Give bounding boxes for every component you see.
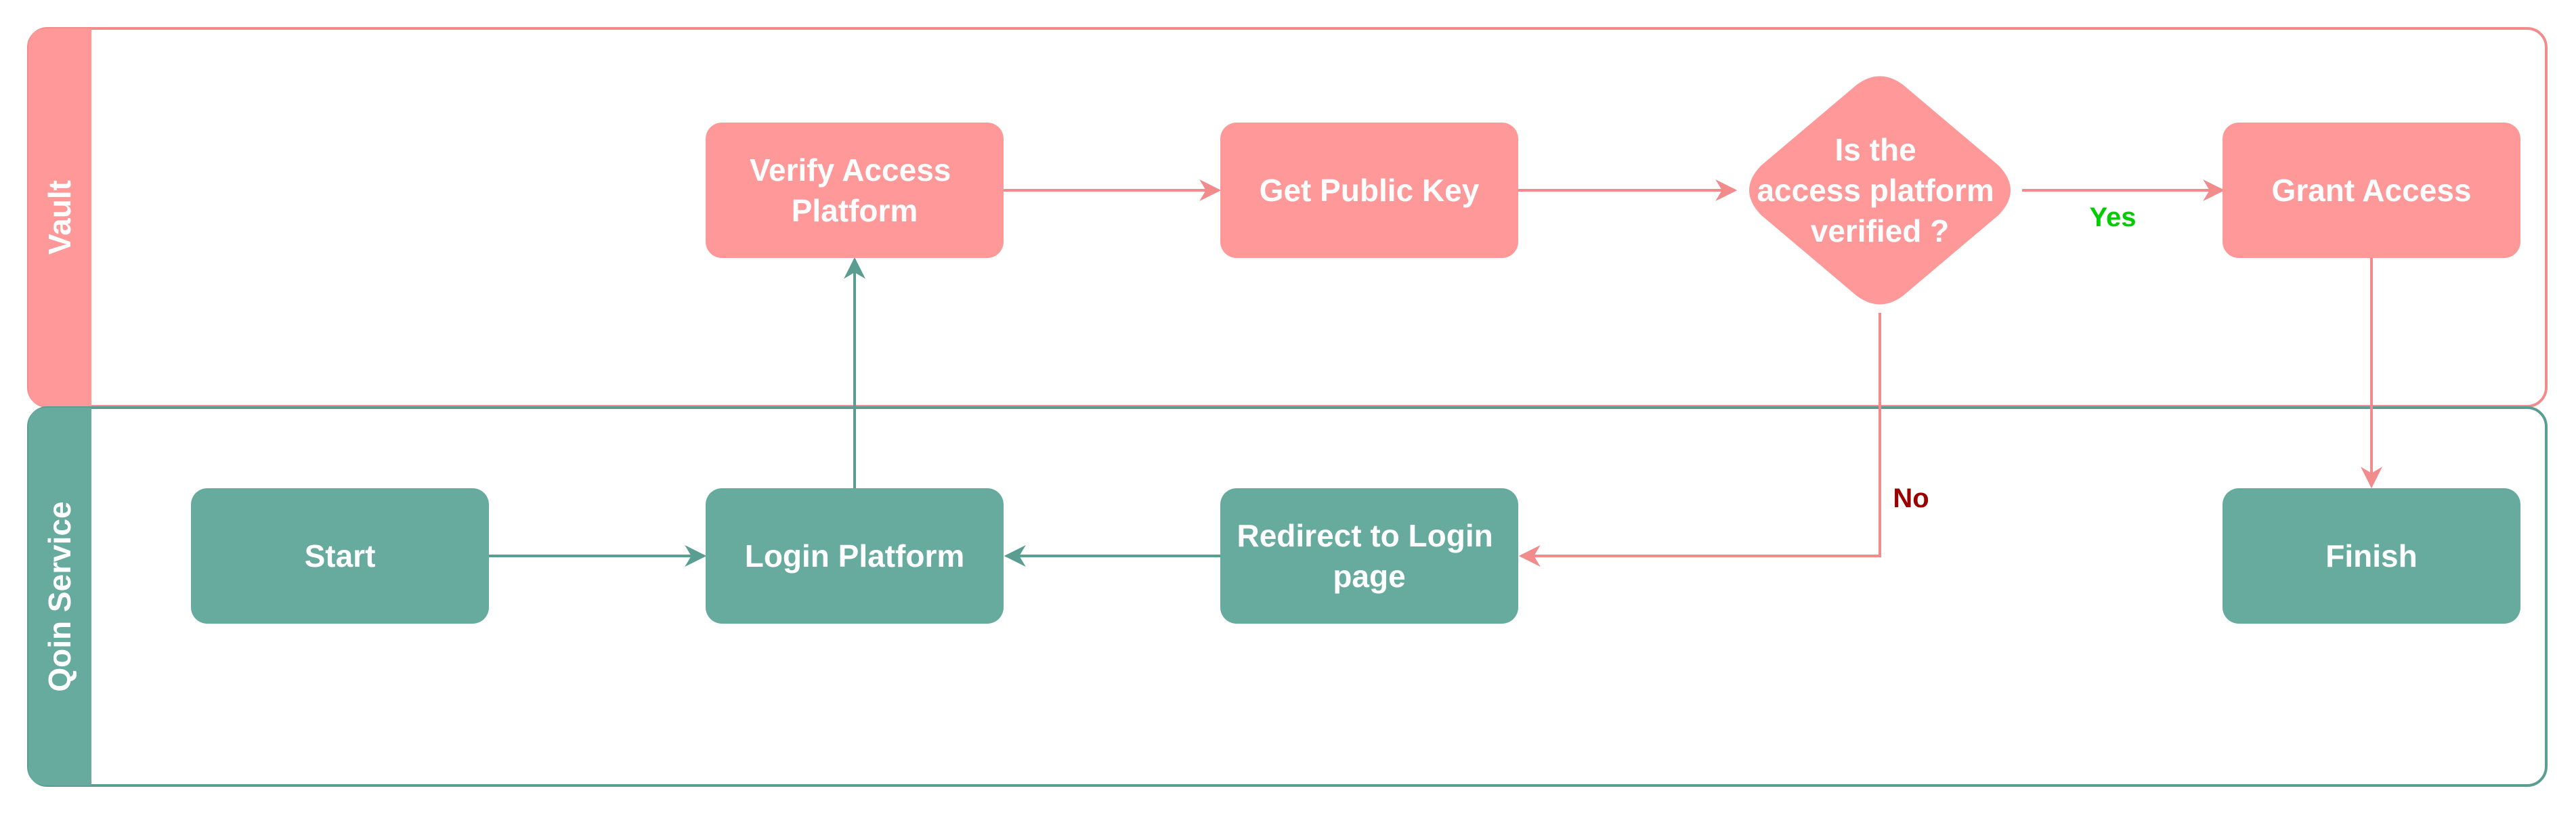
node-decision-line-2: access platform [1757, 173, 1994, 208]
node-get-public-key: Get Public Key [1220, 123, 1518, 258]
node-grant-line-1: Grant Access [2272, 173, 2472, 208]
node-finish-shape [2223, 488, 2520, 624]
lane-qoin-label: Qoin Service [42, 501, 77, 691]
node-redirect-line-2: page [1333, 559, 1405, 594]
node-verify-access-platform: Verify Access Platform [706, 123, 1004, 258]
edge-label-no: No [1893, 483, 1929, 513]
node-start-line-1: Start [305, 538, 376, 574]
node-verify-shape [706, 123, 1004, 258]
lane-qoin-header [28, 408, 91, 785]
node-decision-verified: Is the access platform verified ? [1749, 76, 2011, 305]
node-verify-line-1: Verify Access [750, 152, 951, 188]
node-start-label: Start [305, 538, 376, 574]
node-start: Start [191, 488, 489, 624]
node-decision-line-3: verified ? [1811, 213, 1950, 249]
node-start-shape [191, 488, 489, 624]
node-finish-label: Finish [2325, 538, 2417, 574]
node-decision-shape [1749, 76, 2011, 305]
node-redirect-line-1: Redirect to Login [1237, 518, 1493, 553]
node-getkey-line-1: Get Public Key [1260, 173, 1480, 208]
node-verify-line-2: Platform [792, 193, 918, 228]
node-login-label: Login Platform [745, 538, 965, 574]
node-grant-access: Grant Access [2223, 123, 2520, 258]
edge-decision-no-to-redirect [1518, 313, 1881, 567]
node-decision-label: Is the access platform verified ? [1757, 132, 2002, 249]
edges [489, 179, 2382, 567]
lane-vault-header [28, 28, 91, 406]
node-grant-label: Grant Access [2272, 173, 2472, 208]
node-grant-shape [2223, 123, 2520, 258]
node-finish: Finish [2223, 488, 2520, 624]
node-getkey-shape [1220, 123, 1518, 258]
lane-vault-label: Vault [42, 180, 77, 255]
node-finish-line-1: Finish [2325, 538, 2417, 574]
node-redirect-label: Redirect to Login page [1237, 518, 1501, 594]
node-login-platform: Login Platform [706, 488, 1004, 624]
edge-label-yes: Yes [2090, 202, 2137, 232]
node-getkey-label: Get Public Key [1260, 173, 1480, 208]
node-verify-label: Verify Access Platform [750, 152, 960, 228]
node-redirect-to-login: Redirect to Login page [1220, 488, 1518, 624]
node-redirect-shape [1220, 488, 1518, 624]
node-decision-line-1: Is the [1835, 132, 1916, 167]
node-login-shape [706, 488, 1004, 624]
node-login-line-1: Login Platform [745, 538, 965, 574]
